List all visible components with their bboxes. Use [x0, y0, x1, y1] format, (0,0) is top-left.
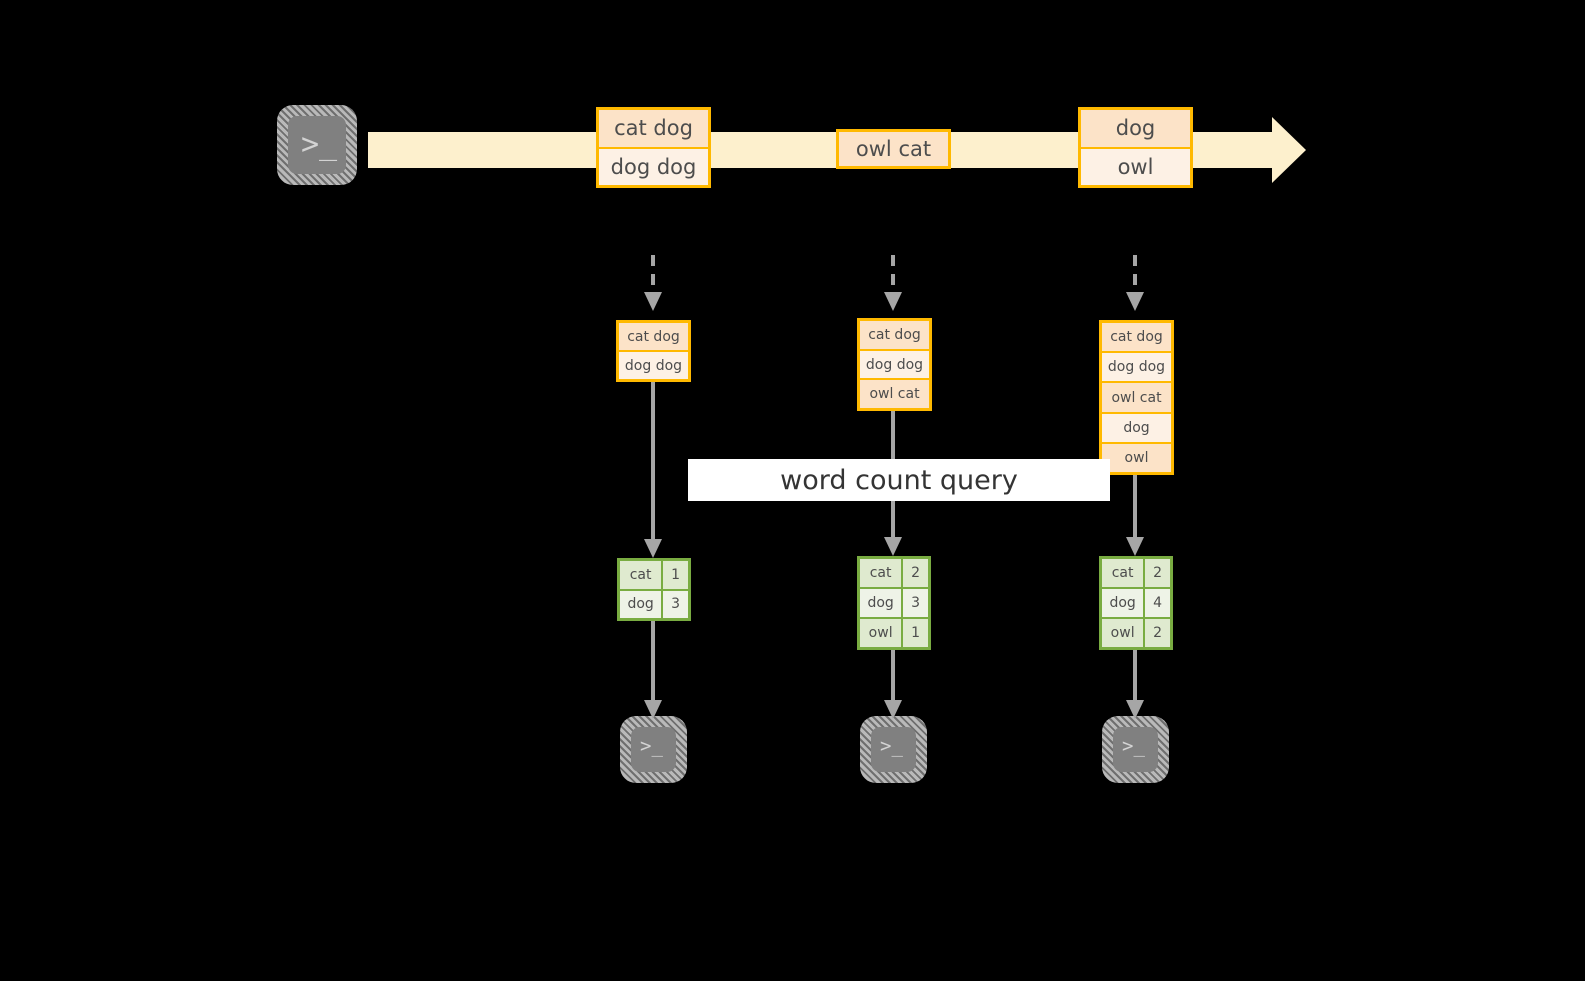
- stream-event-1-line-1: cat dog: [614, 116, 693, 141]
- table-row: cat 2: [1102, 559, 1170, 587]
- terminal-prompt-glyph: >_: [301, 127, 338, 162]
- snapshot-2-input-line-3: owl cat: [860, 378, 929, 408]
- connector-shaft: [891, 650, 895, 700]
- stream-arrow-head: [1272, 117, 1306, 183]
- terminal-prompt-glyph: >_: [640, 735, 663, 757]
- connector-arrow-head: [884, 537, 902, 556]
- table-row: dog 4: [1102, 587, 1170, 617]
- snapshot-3-input-line-4: dog: [1102, 411, 1171, 442]
- connector-arrow-head: [644, 292, 662, 311]
- count-word: dog: [1102, 589, 1146, 617]
- snapshot-2-input-line-2: dog dog: [860, 348, 929, 379]
- connector-arrow-head: [1126, 537, 1144, 556]
- snapshot-3-input-line-3: owl cat: [1102, 381, 1171, 411]
- connector-arrow-head: [1126, 700, 1144, 719]
- connector-shaft: [651, 382, 655, 539]
- count-word: owl: [1102, 619, 1146, 647]
- count-word: cat: [1102, 559, 1146, 587]
- terminal-screen: >_: [871, 727, 916, 772]
- stream-event-1[interactable]: cat dog dog dog: [596, 107, 711, 188]
- snapshot-3-count-table[interactable]: cat 2 dog 4 owl 2: [1099, 556, 1173, 650]
- terminal-screen: >_: [288, 116, 346, 174]
- snapshot-3-input-line-2: dog dog: [1102, 351, 1171, 382]
- table-row: owl 1: [860, 617, 928, 647]
- snapshot-3-input-line-5: owl: [1102, 441, 1171, 472]
- snapshot-3-input-table[interactable]: cat dog dog dog owl cat dog owl: [1099, 320, 1174, 475]
- snapshot-3-input-line-1: cat dog: [1110, 329, 1163, 346]
- snapshot-1-input-table[interactable]: cat dog dog dog: [616, 320, 691, 382]
- count-value: 3: [903, 589, 928, 617]
- table-row: owl 2: [1102, 617, 1170, 647]
- stream-event-3-line-1: dog: [1115, 116, 1156, 141]
- snapshot-2-input-line-1: cat dog: [868, 326, 921, 343]
- terminal-screen: >_: [1113, 727, 1158, 772]
- terminal-prompt-glyph: >_: [880, 735, 903, 757]
- snapshot-2-sink-terminal-icon[interactable]: >_: [860, 716, 927, 783]
- snapshot-3-sink-terminal-icon[interactable]: >_: [1102, 716, 1169, 783]
- connector-shaft: [1133, 650, 1137, 700]
- stream-source-terminal-icon[interactable]: >_: [277, 105, 357, 185]
- count-value: 1: [903, 619, 928, 647]
- query-label: word count query: [780, 464, 1018, 496]
- connector-arrow-head: [884, 292, 902, 311]
- table-row: cat 1: [620, 561, 688, 589]
- stream-event-3[interactable]: dog owl: [1078, 107, 1193, 188]
- table-row: cat 2: [860, 559, 928, 587]
- stream-event-2-line-1: owl cat: [855, 137, 932, 161]
- stream-event-2[interactable]: owl cat: [836, 129, 951, 169]
- snapshot-1-count-table[interactable]: cat 1 dog 3: [617, 558, 691, 621]
- table-row: dog 3: [620, 588, 688, 618]
- count-value: 4: [1145, 589, 1170, 617]
- table-row: dog 3: [860, 587, 928, 617]
- connector-shaft: [891, 255, 895, 292]
- connector-shaft: [651, 621, 655, 700]
- stream-event-3-line-2: owl: [1081, 146, 1190, 185]
- count-word: cat: [860, 559, 904, 587]
- stream-event-1-line-2: dog dog: [599, 146, 708, 185]
- count-word: cat: [620, 561, 664, 589]
- connector-arrow-head: [884, 700, 902, 719]
- connector-arrow-head: [644, 700, 662, 719]
- terminal-prompt-glyph: >_: [1122, 735, 1145, 757]
- connector-arrow-head: [644, 539, 662, 558]
- snapshot-1-input-line-2: dog dog: [619, 350, 688, 379]
- connector-shaft: [651, 255, 655, 292]
- count-word: owl: [860, 619, 904, 647]
- connector-shaft: [1133, 255, 1137, 292]
- count-value: 3: [663, 590, 688, 618]
- terminal-screen: >_: [631, 727, 676, 772]
- count-value: 1: [663, 561, 688, 589]
- snapshot-2-count-table[interactable]: cat 2 dog 3 owl 1: [857, 556, 931, 650]
- count-value: 2: [1145, 559, 1170, 587]
- snapshot-1-sink-terminal-icon[interactable]: >_: [620, 716, 687, 783]
- count-value: 2: [903, 559, 928, 587]
- count-value: 2: [1145, 619, 1170, 647]
- count-word: dog: [860, 589, 904, 617]
- snapshot-2-input-table[interactable]: cat dog dog dog owl cat: [857, 318, 932, 411]
- count-word: dog: [620, 590, 664, 618]
- query-label-band: word count query: [688, 459, 1110, 501]
- connector-shaft: [1133, 475, 1137, 537]
- connector-arrow-head: [1126, 292, 1144, 311]
- snapshot-1-input-line-1: cat dog: [627, 328, 680, 345]
